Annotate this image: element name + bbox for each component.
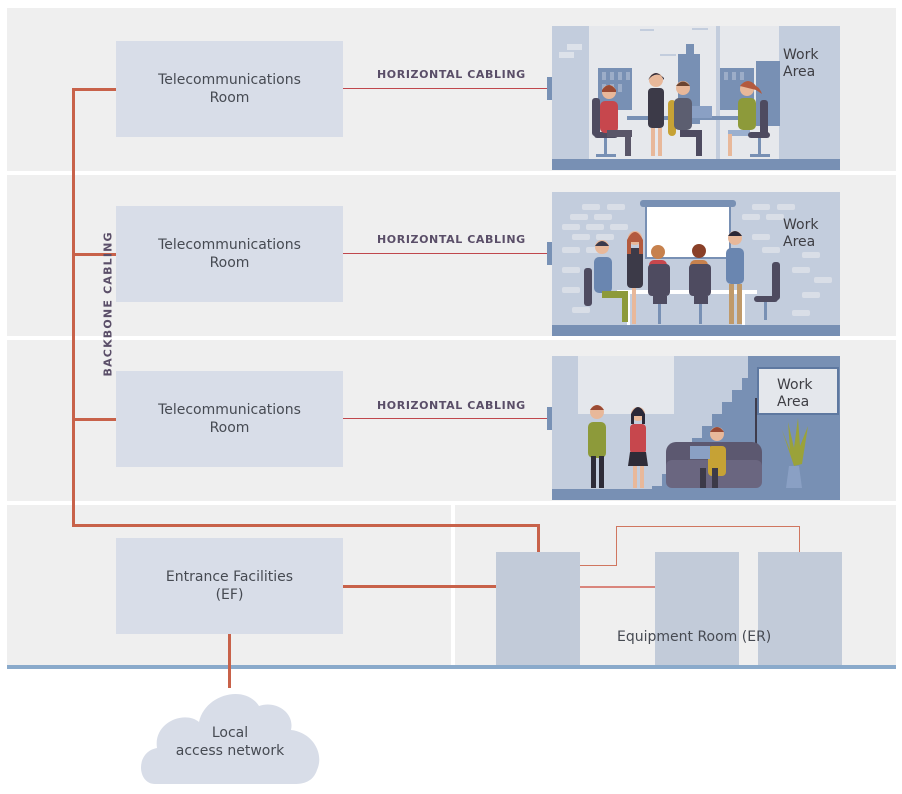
work-area-1[interactable]: Work Area: [552, 26, 840, 170]
work-area-label-3: Work Area: [777, 377, 813, 410]
ef-to-er-cable: [343, 585, 497, 588]
equipment-rack-3[interactable]: [758, 552, 842, 665]
telecom-room-3[interactable]: Telecommunications Room: [116, 371, 343, 467]
entrance-facilities-line2: (EF): [215, 587, 244, 603]
backbone-cabling-label: BACKBONE CABLING: [101, 231, 115, 377]
local-access-network-label: Local access network: [175, 725, 285, 759]
work-area-2[interactable]: Work Area: [552, 192, 840, 336]
telecom-room-1-line1: Telecommunications: [158, 72, 301, 88]
telecom-room-1-line2: Room: [209, 90, 250, 106]
er-link-riser-left: [616, 526, 617, 566]
telecom-room-2[interactable]: Telecommunications Room: [116, 206, 343, 302]
work-area-connector-1: [547, 77, 552, 100]
telecom-room-3-line1: Telecommunications: [158, 402, 301, 418]
telecom-room-3-line2: Room: [209, 420, 250, 436]
backbone-cable-vertical: [72, 88, 75, 527]
equipment-room-label: Equipment Room (ER): [617, 629, 772, 645]
er-link-rack1-up: [580, 565, 617, 566]
work-area-connector-3: [547, 407, 552, 430]
cloud-icon: [141, 694, 320, 784]
backbone-branch-2: [72, 253, 117, 256]
horizontal-cabling-label-3: HORIZONTAL CABLING: [377, 399, 526, 412]
work-area-3[interactable]: Work Area: [552, 356, 840, 500]
er-link-riser-right: [799, 526, 800, 552]
horizontal-cabling-line-3: [343, 418, 547, 419]
presentation-scene: [552, 200, 840, 336]
horizontal-cabling-label-1: HORIZONTAL CABLING: [377, 68, 526, 81]
telecom-room-1[interactable]: Telecommunications Room: [116, 41, 343, 137]
er-link-top: [616, 526, 800, 527]
meeting-table-scene: [552, 26, 840, 170]
equipment-rack-1[interactable]: [496, 552, 580, 665]
entrance-facilities-line1: Entrance Facilities: [165, 569, 294, 585]
backbone-branch-3: [72, 418, 117, 421]
backbone-to-er-horizontal: [72, 524, 540, 527]
backbone-to-er-vertical: [537, 524, 540, 553]
backbone-branch-1: [72, 88, 117, 91]
work-area-label-1: Work Area: [783, 47, 819, 80]
equipment-rack-2[interactable]: [655, 552, 739, 665]
horizontal-cabling-label-2: HORIZONTAL CABLING: [377, 233, 526, 246]
horizontal-cabling-line-2: [343, 253, 547, 254]
lounge-scene: [552, 356, 840, 500]
telecom-room-2-line1: Telecommunications: [158, 237, 301, 253]
telecom-room-2-line2: Room: [209, 255, 250, 271]
ground-line: [7, 665, 896, 669]
er-link-rack1-rack2: [580, 586, 655, 588]
horizontal-cabling-line-1: [343, 88, 547, 89]
ef-to-cloud-cable: [228, 634, 231, 688]
work-area-connector-2: [547, 242, 552, 265]
work-area-label-2: Work Area: [783, 217, 819, 250]
entrance-facilities[interactable]: Entrance Facilities (EF): [116, 538, 343, 634]
